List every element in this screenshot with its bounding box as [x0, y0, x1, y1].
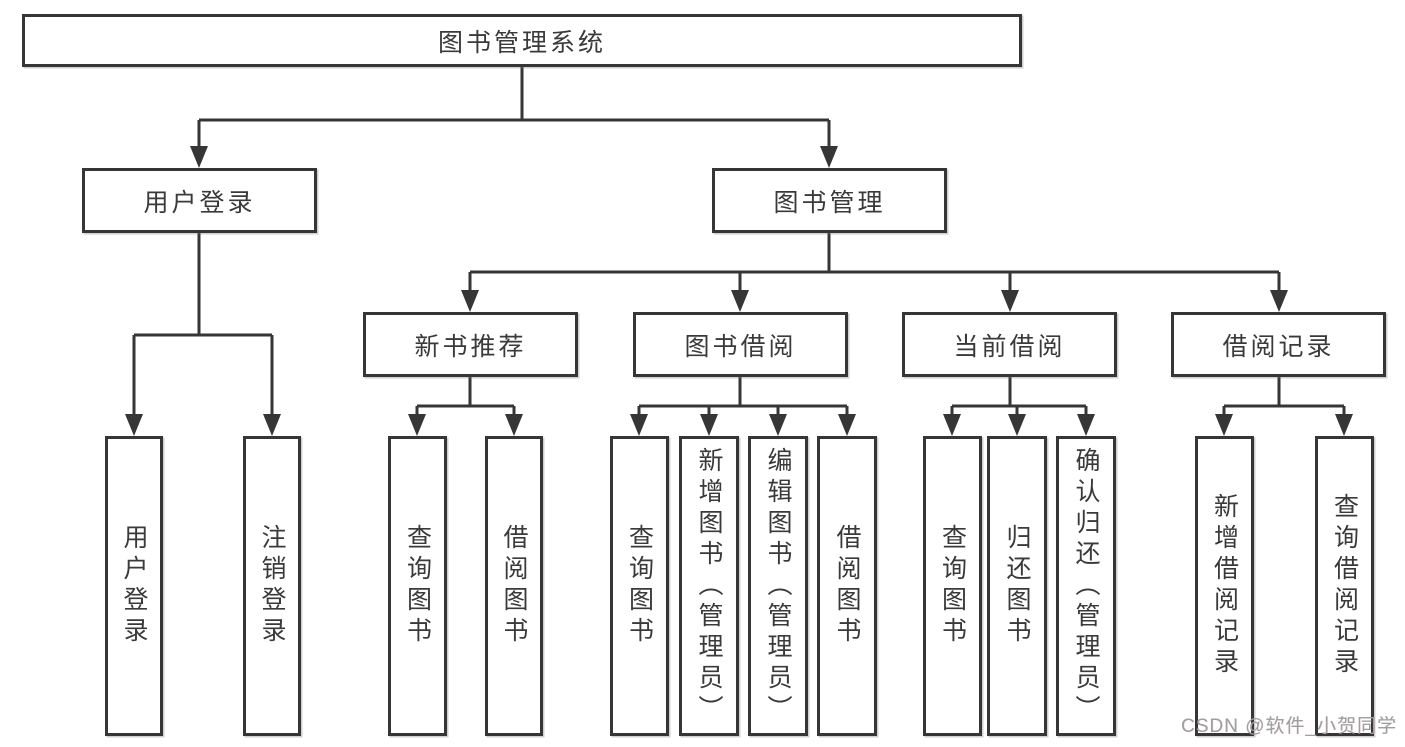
node-new-book-recommend-label: 新书推荐	[414, 332, 527, 361]
node-root-label: 图书管理系统	[437, 28, 606, 57]
leaf-query-borrow-record: 查询借阅记录	[1315, 436, 1374, 736]
leaf-recommend-query-book: 查询图书	[388, 436, 447, 736]
watermark-text: CSDN @软件_小贺同学	[1181, 716, 1397, 737]
leaf-logout-label: 注销登录	[258, 524, 286, 648]
leaf-borrow-book: 借阅图书	[817, 436, 877, 736]
leaf-current-query-book-label: 查询图书	[938, 524, 967, 648]
leaf-add-book-admin: 新增图书（管理员）	[679, 436, 739, 736]
leaf-query-borrow-record-label: 查询借阅记录	[1330, 493, 1359, 679]
node-borrow-records: 借阅记录	[1171, 312, 1386, 377]
node-new-book-recommend: 新书推荐	[363, 312, 578, 377]
leaf-add-borrow-record: 新增借阅记录	[1195, 436, 1254, 736]
node-book-borrow-label: 图书借阅	[684, 332, 797, 361]
node-book-borrow: 图书借阅	[633, 312, 848, 377]
node-current-borrow: 当前借阅	[902, 312, 1117, 377]
leaf-recommend-query-book-label: 查询图书	[403, 524, 432, 648]
leaf-borrow-query-book-label: 查询图书	[625, 524, 654, 648]
leaf-recommend-borrow-book: 借阅图书	[485, 436, 543, 736]
node-root: 图书管理系统	[22, 14, 1022, 67]
node-current-borrow-label: 当前借阅	[953, 332, 1066, 361]
leaf-logout: 注销登录	[243, 436, 301, 736]
leaf-return-book: 归还图书	[987, 436, 1047, 736]
node-book-management-label: 图书管理	[773, 188, 886, 217]
leaf-confirm-return-admin-label: 确认归还（管理员）	[1072, 446, 1100, 726]
arrowheads	[125, 146, 1353, 436]
leaf-borrow-query-book: 查询图书	[610, 436, 669, 736]
node-user-login: 用户登录	[82, 168, 317, 233]
leaf-recommend-borrow-book-label: 借阅图书	[500, 524, 528, 648]
leaf-user-login-label: 用户登录	[120, 524, 148, 648]
leaf-user-login: 用户登录	[105, 436, 163, 736]
leaf-borrow-book-label: 借阅图书	[833, 524, 861, 648]
leaf-return-book-label: 归还图书	[1003, 524, 1031, 648]
leaf-current-query-book: 查询图书	[923, 436, 982, 736]
node-user-login-label: 用户登录	[143, 188, 256, 217]
node-borrow-records-label: 借阅记录	[1222, 332, 1335, 361]
leaf-confirm-return-admin: 确认归还（管理员）	[1056, 436, 1116, 736]
leaf-add-borrow-record-label: 新增借阅记录	[1210, 493, 1239, 679]
node-book-management: 图书管理	[712, 168, 947, 233]
leaf-edit-book-admin: 编辑图书（管理员）	[748, 436, 808, 736]
leaf-edit-book-admin-label: 编辑图书（管理员）	[764, 446, 792, 726]
leaf-add-book-admin-label: 新增图书（管理员）	[695, 446, 723, 726]
